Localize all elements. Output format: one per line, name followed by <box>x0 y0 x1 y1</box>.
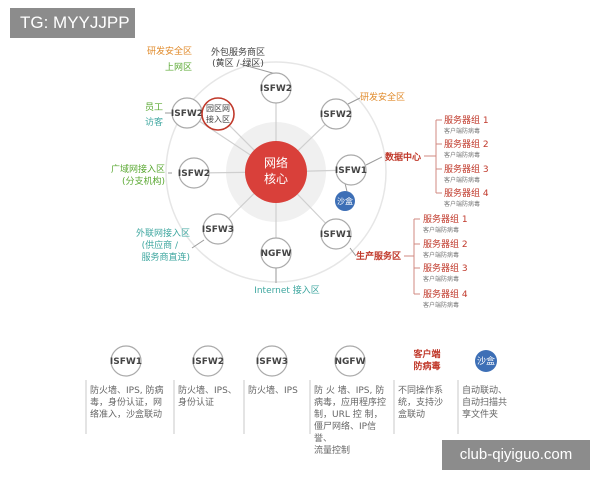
node-isfw1-production-label: ISFW1 <box>320 230 352 240</box>
sandbox-icon <box>335 191 355 211</box>
zone-visitor: 访客 <box>145 116 163 128</box>
prod-server-group-3-sub: 客户端防病毒 <box>423 275 459 283</box>
zone-extranet-line2: (供应商 / <box>142 239 179 251</box>
node-isfw2-wan-label: ISFW2 <box>178 169 210 179</box>
dc-server-group-2-sub: 客户端防病毒 <box>444 151 480 159</box>
legend-client-av-line2: 防病毒 <box>413 360 440 372</box>
legend-client-av-line1: 客户端 <box>412 348 440 360</box>
prod-server-group-1: 服务器组 1 <box>423 213 468 225</box>
zone-extranet-line1: 外联网接入区 <box>136 227 190 239</box>
prod-server-group-2: 服务器组 2 <box>423 238 468 250</box>
zone-wan-line1: 广域网接入区 <box>111 163 165 175</box>
node-isfw3 <box>202 213 234 245</box>
node-campus-access <box>201 97 235 131</box>
dc-server-group-3: 服务器组 3 <box>444 163 489 175</box>
legend-ngfw-desc: 防 火 墙、IPS, 防 病毒，应用程序控 制，URL 控 制， 僵尸网络、IP… <box>314 386 387 456</box>
legend-isfw1-label: ISFW1 <box>110 357 142 367</box>
legend-separators <box>85 380 459 434</box>
legend-isfw3-icon <box>256 345 288 377</box>
legend-isfw1-icon <box>110 345 142 377</box>
production-server-groups: 服务器组 1 客户端防病毒 服务器组 2 客户端防病毒 服务器组 3 客户端防病… <box>423 213 468 309</box>
legend-sandbox-label: 沙盒 <box>477 355 495 367</box>
dc-server-group-4: 服务器组 4 <box>444 187 489 199</box>
zone-outsource-line1: 外包服务商区 <box>211 46 265 58</box>
network-core <box>245 141 307 203</box>
legend-isfw2-desc: 防火墙、IPS、 身份认证 <box>178 386 237 408</box>
dc-server-group-2: 服务器组 2 <box>444 138 489 150</box>
datacenter-server-groups: 服务器组 1 客户端防病毒 服务器组 2 客户端防病毒 服务器组 3 客户端防病… <box>444 114 489 208</box>
prod-server-group-1-sub: 客户端防病毒 <box>423 226 459 234</box>
node-isfw1-datacenter-label: ISFW1 <box>335 166 367 176</box>
zone-rd-right: 研发安全区 <box>360 91 405 103</box>
node-isfw3-label: ISFW3 <box>202 225 234 235</box>
node-isfw2-wan <box>178 157 210 189</box>
prod-server-group-2-sub: 客户端防病毒 <box>423 251 459 259</box>
node-isfw1-datacenter <box>335 154 367 186</box>
node-isfw2-staff-label: ISFW2 <box>171 109 203 119</box>
core-label-line1: 网络 <box>264 155 288 170</box>
legend-isfw1-desc: 防火墙、IPS, 防病 毒，身份认证，网 络准入，沙盒联动 <box>90 386 164 420</box>
legend-isfw3-desc: 防火墙、IPS <box>248 386 298 396</box>
legend-ngfw-label: NGFW <box>335 357 366 367</box>
campus-label-line1: 园区网 <box>206 104 230 113</box>
dc-server-group-4-sub: 客户端防病毒 <box>444 200 480 208</box>
zone-wan-line2: (分支机构) <box>122 175 165 187</box>
zone-connectors <box>165 63 383 283</box>
prod-server-group-3: 服务器组 3 <box>423 262 468 274</box>
prod-server-group-4-sub: 客户端防病毒 <box>423 301 459 309</box>
dc-server-group-1-sub: 客户端防病毒 <box>444 127 480 135</box>
node-isfw2-top-right-label: ISFW2 <box>320 110 352 120</box>
legend-sandbox-icon <box>475 350 497 372</box>
zone-internet-access: 上网区 <box>165 62 192 73</box>
node-isfw2-top <box>260 72 292 104</box>
legend-sandbox-desc: 自动联动、 自动扫描共 享文件夹 <box>462 386 508 420</box>
campus-label-line2: 接入区 <box>206 114 230 124</box>
zone-internet: Internet 接入区 <box>254 284 320 296</box>
legend-client-av-desc: 不同操作系 统，支持沙 盒联动 <box>398 386 444 420</box>
node-isfw1-production <box>320 218 352 250</box>
legend-ngfw-icon <box>334 345 366 377</box>
telegram-tag: TG: MYYJJPP <box>10 8 135 38</box>
datacenter-bracket <box>424 119 442 194</box>
prod-server-group-4: 服务器组 4 <box>423 288 468 300</box>
node-ngfw <box>260 237 292 269</box>
legend-isfw2-icon <box>192 345 224 377</box>
node-ngfw-label: NGFW <box>261 249 292 259</box>
zone-extranet-line3: 服务商直连) <box>141 251 190 263</box>
site-watermark: club-qiyiguo.com <box>442 440 590 470</box>
zone-production: 生产服务区 <box>356 250 401 262</box>
production-bracket <box>404 218 420 295</box>
legend-isfw3-label: ISFW3 <box>256 357 288 367</box>
node-isfw2-top-label: ISFW2 <box>260 84 292 94</box>
zone-datacenter: 数据中心 <box>385 151 421 163</box>
node-isfw2-top-right <box>320 98 352 130</box>
dc-server-group-1: 服务器组 1 <box>444 114 489 126</box>
zone-staff: 员工 <box>145 102 163 113</box>
sandbox-label: 沙盒 <box>337 196 353 206</box>
dc-server-group-3-sub: 客户端防病毒 <box>444 176 480 184</box>
legend-isfw2-label: ISFW2 <box>192 357 224 367</box>
zone-outsource-line2: (黄区 / 绿区) <box>212 57 264 69</box>
core-label-line2: 核心 <box>264 172 288 186</box>
zone-rd-left: 研发安全区 <box>147 45 192 57</box>
legend-icons: ISFW1 ISFW2 ISFW3 NGFW 沙盒 <box>110 345 497 377</box>
